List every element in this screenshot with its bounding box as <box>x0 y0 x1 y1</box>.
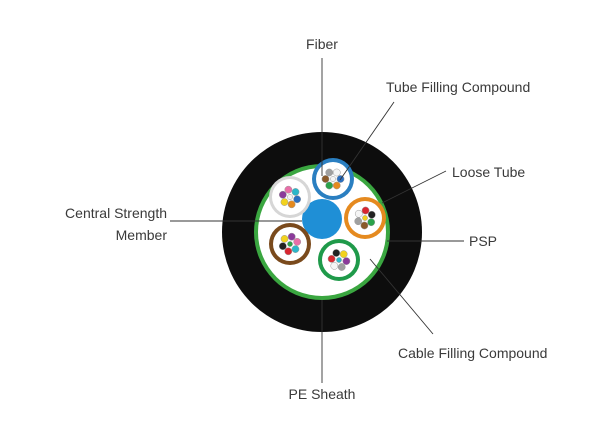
fiber-strand <box>361 206 370 215</box>
fiber-strand <box>330 176 336 182</box>
fiber-strand <box>287 241 293 247</box>
loose-tube <box>344 197 386 239</box>
fiber-strand <box>278 242 287 251</box>
fiber-strand <box>336 257 342 263</box>
label-cable-filling-compound: Cable Filling Compound <box>398 345 547 361</box>
fiber-strand <box>287 194 293 200</box>
label-tube-filling-compound: Tube Filling Compound <box>386 79 530 95</box>
fiber-strand <box>330 262 339 270</box>
fiber-strand <box>332 168 341 177</box>
fiber-strand <box>284 185 293 194</box>
fiber-strand <box>325 181 334 190</box>
loose-tube <box>318 239 360 281</box>
fiber-strand <box>367 210 376 219</box>
fiber-strand <box>321 175 330 183</box>
label-psp: PSP <box>469 233 497 249</box>
fiber-strand <box>284 247 293 256</box>
fiber-strand <box>339 250 348 258</box>
leader-cable-filling-compound <box>369 258 434 335</box>
fiber-strand <box>354 217 363 226</box>
fiber-strand <box>287 200 296 209</box>
leader-lines <box>170 58 464 383</box>
fiber-strand <box>332 249 341 257</box>
fiber-strand <box>280 235 289 243</box>
central-strength-member <box>302 199 342 239</box>
label-pe-sheath: PE Sheath <box>289 386 356 402</box>
fiber-strand <box>327 255 336 263</box>
fiber-strand <box>360 221 369 230</box>
loose-tube <box>312 158 354 200</box>
fiber-strand <box>362 215 368 221</box>
fiber-strand <box>293 237 302 246</box>
fiber-strand <box>291 245 300 253</box>
label-fiber: Fiber <box>306 36 338 52</box>
loose-tube <box>269 223 311 265</box>
fiber-strand <box>279 190 287 199</box>
fiber-strand <box>354 209 363 218</box>
fiber-strand <box>337 263 346 271</box>
label-central-strength-member-line1: Central Strength <box>65 205 167 221</box>
leader-loose-tube <box>381 170 447 204</box>
fiber-strand <box>367 218 376 227</box>
fiber-strand <box>332 181 341 190</box>
labels: Fiber Tube Filling Compound Loose Tube C… <box>65 36 547 402</box>
label-loose-tube: Loose Tube <box>452 164 525 180</box>
fiber-strand <box>325 168 334 177</box>
fiber-strand <box>342 257 351 265</box>
leader-tube-filling-compound <box>339 101 395 181</box>
fiber-strand <box>287 232 296 241</box>
fiber-strand <box>291 188 300 196</box>
fiber-strand <box>293 195 301 204</box>
label-central-strength-member-line2: Member <box>116 227 168 243</box>
cable-cross-section <box>222 132 422 332</box>
fiber-strand <box>280 198 289 206</box>
loose-tube <box>269 176 311 218</box>
